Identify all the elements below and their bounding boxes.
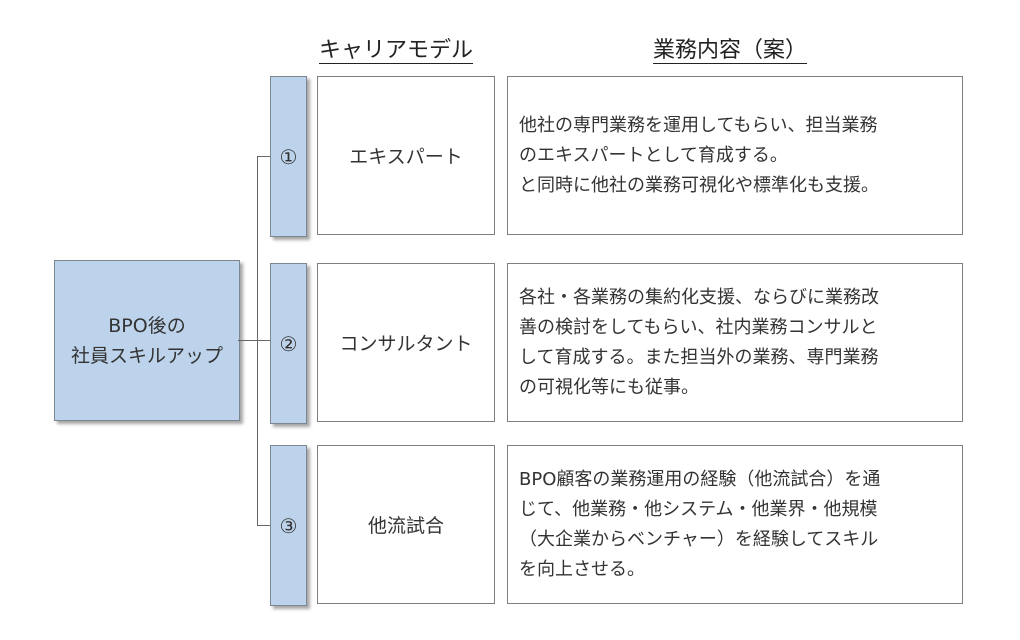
root-label-line2: 社員スキルアップ <box>70 344 223 367</box>
number-tab-3: ③ <box>270 445 307 606</box>
description-line: 他社の専門業務を運用してもらい、担当業務 <box>519 114 878 136</box>
task-content-header: 業務内容（案） <box>653 38 808 63</box>
model-label-cross-training: 他流試合 <box>367 515 444 537</box>
model-box-consultant: コンサルタント <box>317 263 495 422</box>
root-box: BPO後の 社員スキルアップ <box>54 260 240 421</box>
number-label-3: ③ <box>279 513 298 538</box>
root-label-line1: BPO後の <box>108 314 186 337</box>
model-box-expert: エキスパート <box>317 76 495 235</box>
description-box-consultant: 各社・各業務の集約化支援、ならびに業務改 善の検討をしてもらい、社内業務コンサル… <box>507 263 963 422</box>
career-model-header: キャリアモデル <box>319 38 474 63</box>
model-label-consultant: コンサルタント <box>339 333 473 355</box>
connector-branch-2 <box>257 340 271 341</box>
connector-branch-1 <box>257 156 271 157</box>
description-line: 善の検討をしてもらい、社内業務コンサルと <box>519 316 878 338</box>
model-label-expert: エキスパート <box>349 146 463 168</box>
description-line: 各社・各業務の集約化支援、ならびに業務改 <box>519 286 879 308</box>
description-line: して育成する。また担当外の業務、専門業務 <box>519 346 879 368</box>
connector-branch-3 <box>257 525 271 526</box>
number-label-1: ① <box>279 144 298 169</box>
description-line: じて、他業務・他システム・他業界・他規模 <box>519 498 878 520</box>
description-line: BPO顧客の業務運用の経験（他流試合）を通 <box>519 468 881 490</box>
description-line: を向上させる。 <box>519 558 645 580</box>
description-box-cross-training: BPO顧客の業務運用の経験（他流試合）を通 じて、他業務・他システム・他業界・他… <box>507 445 963 604</box>
number-tab-1: ① <box>270 76 307 237</box>
number-tab-2: ② <box>270 263 307 424</box>
number-label-2: ② <box>279 331 298 356</box>
connector-root-horizontal <box>238 340 258 341</box>
description-line: の可視化等にも従事。 <box>519 376 699 398</box>
description-line: のエキスパートとして育成する。 <box>519 144 788 166</box>
model-box-cross-training: 他流試合 <box>317 445 495 604</box>
description-line: （大企業からベンチャー）を経験してスキル <box>519 528 879 550</box>
description-box-expert: 他社の専門業務を運用してもらい、担当業務 のエキスパートとして育成する。 と同時… <box>507 76 963 235</box>
description-line: と同時に他社の業務可視化や標準化も支援。 <box>519 174 879 196</box>
